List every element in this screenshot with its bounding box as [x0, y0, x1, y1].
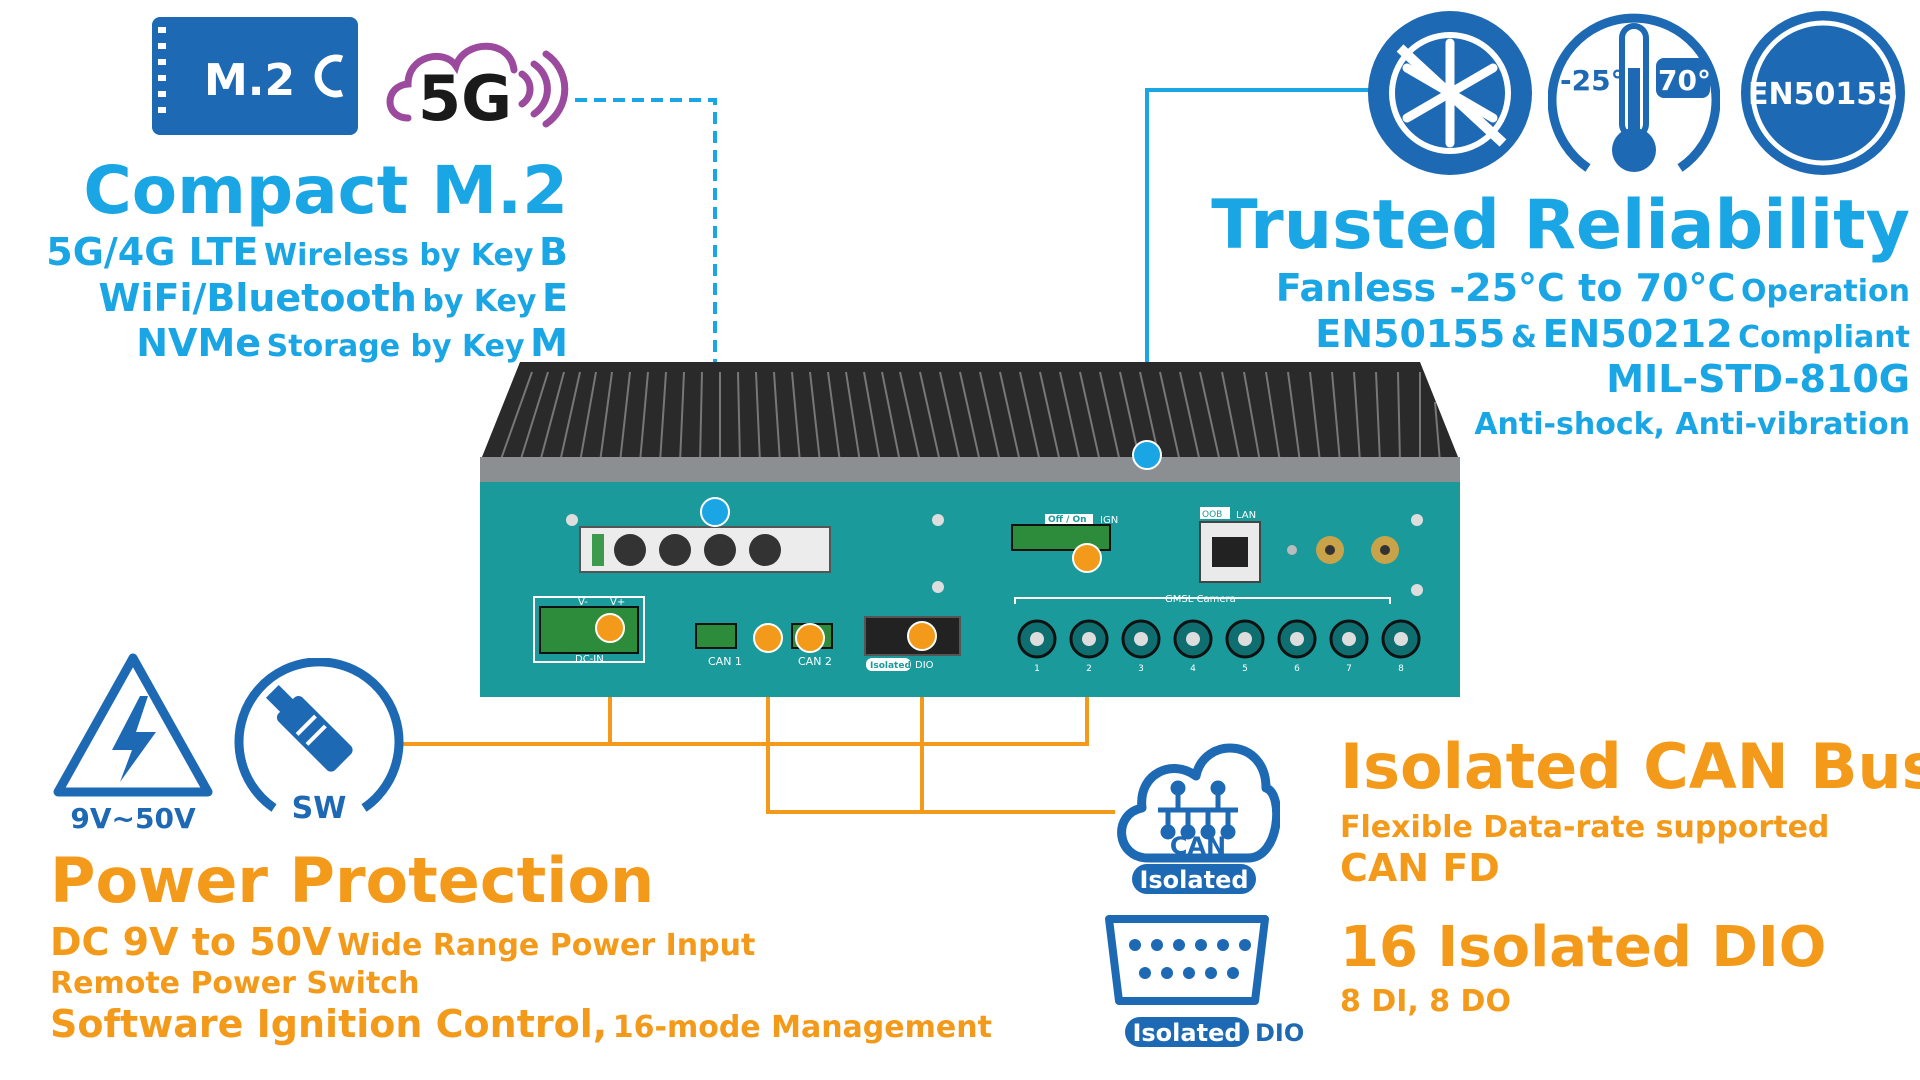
dio-line-1: 8 DI, 8 DO	[1340, 984, 1511, 1019]
reliability-line	[1145, 88, 1388, 455]
temperature-icon: -25° 70°	[1548, 13, 1720, 172]
gmsl-camera-port-label: 2	[1086, 664, 1092, 674]
m2-badge-text: M.2	[204, 55, 295, 106]
fiveg-text: 5G	[418, 62, 512, 130]
can2-connection-dot	[795, 623, 825, 653]
m2-dashed-line	[575, 98, 717, 508]
en50155-badge-text: EN50155	[1748, 77, 1898, 112]
fanless-icon	[1368, 11, 1532, 175]
power-title: Power Protection	[50, 844, 655, 917]
gmsl-camera-port-pin	[1394, 632, 1408, 646]
ign-connection-dot	[1072, 543, 1102, 573]
gmsl-camera-port-pin	[1342, 632, 1356, 646]
reliability-line-4: Anti-shock, Anti-vibration	[1474, 406, 1910, 442]
can-line-1: Flexible Data-rate supported	[1340, 810, 1830, 845]
sw-text: SW	[292, 791, 347, 826]
power-line-1: DC 9V to 50V Wide Range Power Input	[50, 920, 756, 964]
device-off-on-label: Off / On	[1048, 515, 1087, 525]
compact-m2-section: Compact M.2 5G/4G LTE Wireless by Key B …	[8, 158, 568, 367]
gmsl-camera-port-label: 7	[1346, 664, 1352, 674]
gmsl-camera-port-label: 5	[1242, 664, 1248, 674]
gmsl-camera-port-label: 6	[1294, 664, 1300, 674]
reliability-line-3: MIL-STD-810G	[1606, 357, 1910, 402]
gmsl-camera-port-label: 3	[1138, 664, 1144, 674]
m2-badge-icon: M.2	[152, 17, 358, 135]
reliability-section: Trusted Reliability Fanless -25°C to 70°…	[1010, 192, 1910, 443]
gmsl-camera-port-pin	[1186, 632, 1200, 646]
temp-low-text: -25°	[1560, 64, 1625, 97]
power-line-3: Software Ignition Control, 16-mode Manag…	[50, 1001, 992, 1046]
device-dc-in-label: DC-IN	[575, 654, 604, 665]
en50155-icon: EN50155	[1741, 11, 1905, 175]
device-dio-tag: DIO	[915, 660, 934, 671]
dio-isolated-text: Isolated	[1132, 1019, 1241, 1047]
gmsl-camera-port-label: 1	[1034, 664, 1040, 674]
can-badge-text: CAN	[1170, 832, 1226, 860]
remote-switch-icon: SW	[234, 658, 404, 826]
voltage-text: 9V~50V	[70, 802, 196, 830]
dio-section: 16 Isolated DIO 8 DI, 8 DO	[1340, 920, 1910, 1020]
dcin-connection-dot	[595, 613, 625, 643]
compact-m2-title: Compact M.2	[83, 152, 568, 229]
gmsl-camera-port-pin	[1030, 632, 1044, 646]
device-oob-label: OOB	[1202, 510, 1222, 520]
device-gmsl-label: GMSL Camera	[1165, 594, 1236, 605]
reliability-line-2: EN50155 & EN50212 Compliant	[1315, 311, 1910, 356]
gmsl-camera-port-pin	[1082, 632, 1096, 646]
fiveg-cloud-icon: 5G	[386, 42, 569, 130]
compact-m2-line: NVMe Storage by Key M	[136, 321, 568, 366]
compact-m2-line: 5G/4G LTE Wireless by Key B	[46, 230, 568, 274]
gmsl-camera-port-pin	[1290, 632, 1304, 646]
can-isolated-text: Isolated	[1139, 866, 1248, 894]
device-illustration: Off / On IGN OOB LAN GMSL Camera 1 2 3 4 5 6 7…	[480, 362, 1460, 697]
device-v-plus-label: V+	[610, 597, 625, 608]
device-isolated-tag: Isolated	[870, 661, 911, 671]
dio-title: 16 Isolated DIO	[1340, 915, 1827, 980]
power-section: Power Protection DC 9V to 50V Wide Range…	[50, 850, 1050, 1047]
device-v-minus-label: V-	[578, 597, 588, 608]
dio-connector-icon: Isolated DIO	[1105, 915, 1304, 1047]
device-can1-label: CAN 1	[708, 655, 742, 668]
temp-high-text: 70°	[1658, 64, 1711, 97]
can-section: Isolated CAN Bus Flexible Data-rate supp…	[1340, 730, 1920, 892]
reliability-connection-dot	[1132, 440, 1162, 470]
m2-connection-dot	[700, 497, 730, 527]
reliability-line-1: Fanless -25°C to 70°C Operation	[1275, 266, 1910, 310]
gmsl-camera-port-label: 8	[1398, 664, 1404, 674]
gmsl-camera-port-label: 4	[1190, 664, 1196, 674]
device-ign-label: IGN	[1100, 515, 1118, 526]
can-line-2: CAN FD	[1340, 846, 1500, 890]
device-lan-label: LAN	[1236, 510, 1256, 521]
can1-connection-dot	[753, 623, 783, 653]
power-line-2: Remote Power Switch	[50, 965, 420, 1001]
can-line	[766, 640, 1115, 814]
can-title: Isolated CAN Bus	[1340, 730, 1920, 803]
gmsl-camera-port-pin	[1238, 632, 1252, 646]
dio-connection-dot	[907, 621, 937, 651]
voltage-icon: 9V~50V	[53, 653, 213, 830]
device-can2-label: CAN 2	[798, 655, 832, 668]
gmsl-camera-port-pin	[1134, 632, 1148, 646]
reliability-title: Trusted Reliability	[1211, 186, 1910, 265]
dio-badge-text: DIO	[1255, 1019, 1304, 1047]
compact-m2-line: WiFi/Bluetooth by Key E	[98, 275, 568, 320]
can-cloud-icon: CAN Isolated	[1117, 743, 1280, 894]
